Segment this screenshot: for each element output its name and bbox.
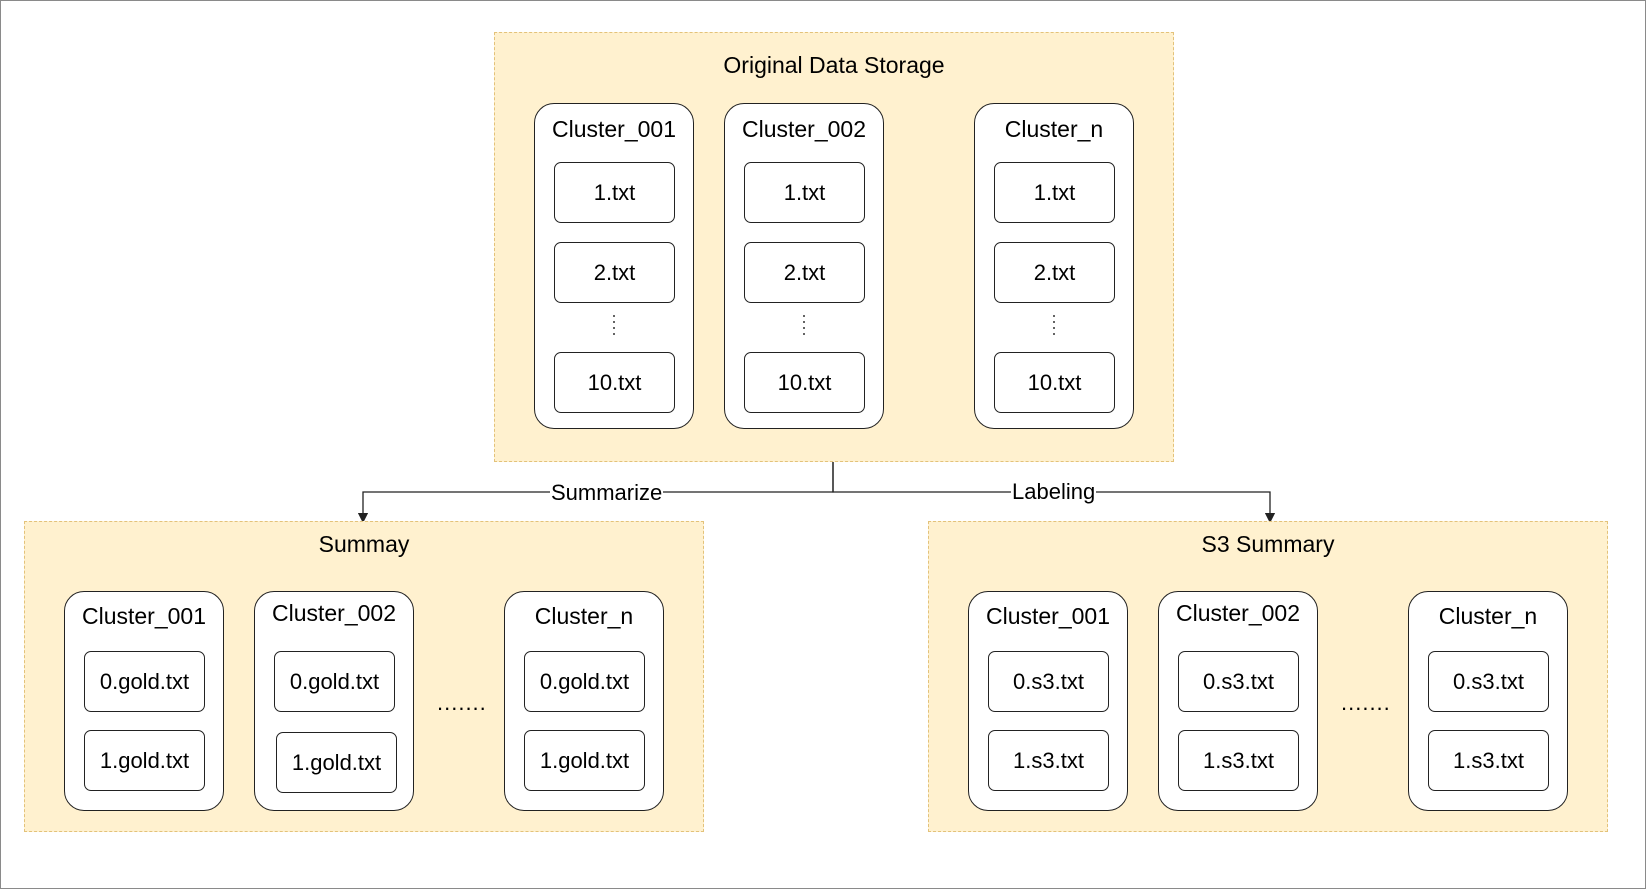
file-box: 1.gold.txt [524,730,645,791]
cluster-title: Cluster_002 [741,116,867,142]
cluster-card: Cluster_002 1.txt 2.txt 10.txt [724,103,884,429]
file-box: 0.gold.txt [524,651,645,712]
file-box: 0.s3.txt [1428,651,1549,712]
cluster-card: Cluster_001 0.s3.txt 1.s3.txt [968,591,1128,811]
file-box: 1.s3.txt [988,730,1109,791]
cluster-card: Cluster_n 0.gold.txt 1.gold.txt [504,591,664,811]
file-box: 1.txt [744,162,865,223]
edge-label-summarize: Summarize [550,480,664,506]
cluster-title: Cluster_002 [1175,600,1301,626]
cluster-card: Cluster_n 1.txt 2.txt 10.txt [974,103,1134,429]
group-original-data-storage: Original Data Storage Cluster_001 1.txt … [494,32,1174,462]
horizontal-ellipsis: ....... [437,690,487,715]
cluster-title: Cluster_001 [551,116,677,142]
edge-label-labeling: Labeling [1011,479,1097,505]
file-box: 1.txt [554,162,675,223]
horizontal-ellipsis: ....... [1341,690,1391,715]
file-box: 10.txt [744,352,865,413]
cluster-card: Cluster_001 0.gold.txt 1.gold.txt [64,591,224,811]
cluster-title: Cluster_002 [271,600,397,626]
cluster-card: Cluster_002 0.s3.txt 1.s3.txt [1158,591,1318,811]
file-box: 1.txt [994,162,1115,223]
vertical-ellipsis [1052,315,1056,339]
cluster-card: Cluster_001 1.txt 2.txt 10.txt [534,103,694,429]
file-box: 2.txt [744,242,865,303]
cluster-card: Cluster_n 0.s3.txt 1.s3.txt [1408,591,1568,811]
file-box: 10.txt [994,352,1115,413]
file-box: 1.gold.txt [84,730,205,791]
file-box: 0.gold.txt [274,651,395,712]
cluster-title: Cluster_001 [985,603,1111,629]
cluster-title: Cluster_n [1438,603,1538,629]
group-s3-summary: S3 Summary Cluster_001 0.s3.txt 1.s3.txt… [928,521,1608,832]
group-summary: Summay Cluster_001 0.gold.txt 1.gold.txt… [24,521,704,832]
group-title: Summay [318,531,410,557]
file-box: 1.s3.txt [1428,730,1549,791]
cluster-title: Cluster_001 [81,603,207,629]
file-box: 10.txt [554,352,675,413]
file-box: 1.gold.txt [276,732,397,793]
file-box: 0.gold.txt [84,651,205,712]
file-box: 0.s3.txt [1178,651,1299,712]
group-title: Original Data Storage [723,52,945,78]
file-box: 2.txt [554,242,675,303]
file-box: 2.txt [994,242,1115,303]
cluster-card: Cluster_002 0.gold.txt 1.gold.txt [254,591,414,811]
file-box: 0.s3.txt [988,651,1109,712]
vertical-ellipsis [612,315,616,339]
group-title: S3 Summary [1201,531,1335,557]
cluster-title: Cluster_n [534,603,634,629]
vertical-ellipsis [802,315,806,339]
cluster-title: Cluster_n [1004,116,1104,142]
file-box: 1.s3.txt [1178,730,1299,791]
